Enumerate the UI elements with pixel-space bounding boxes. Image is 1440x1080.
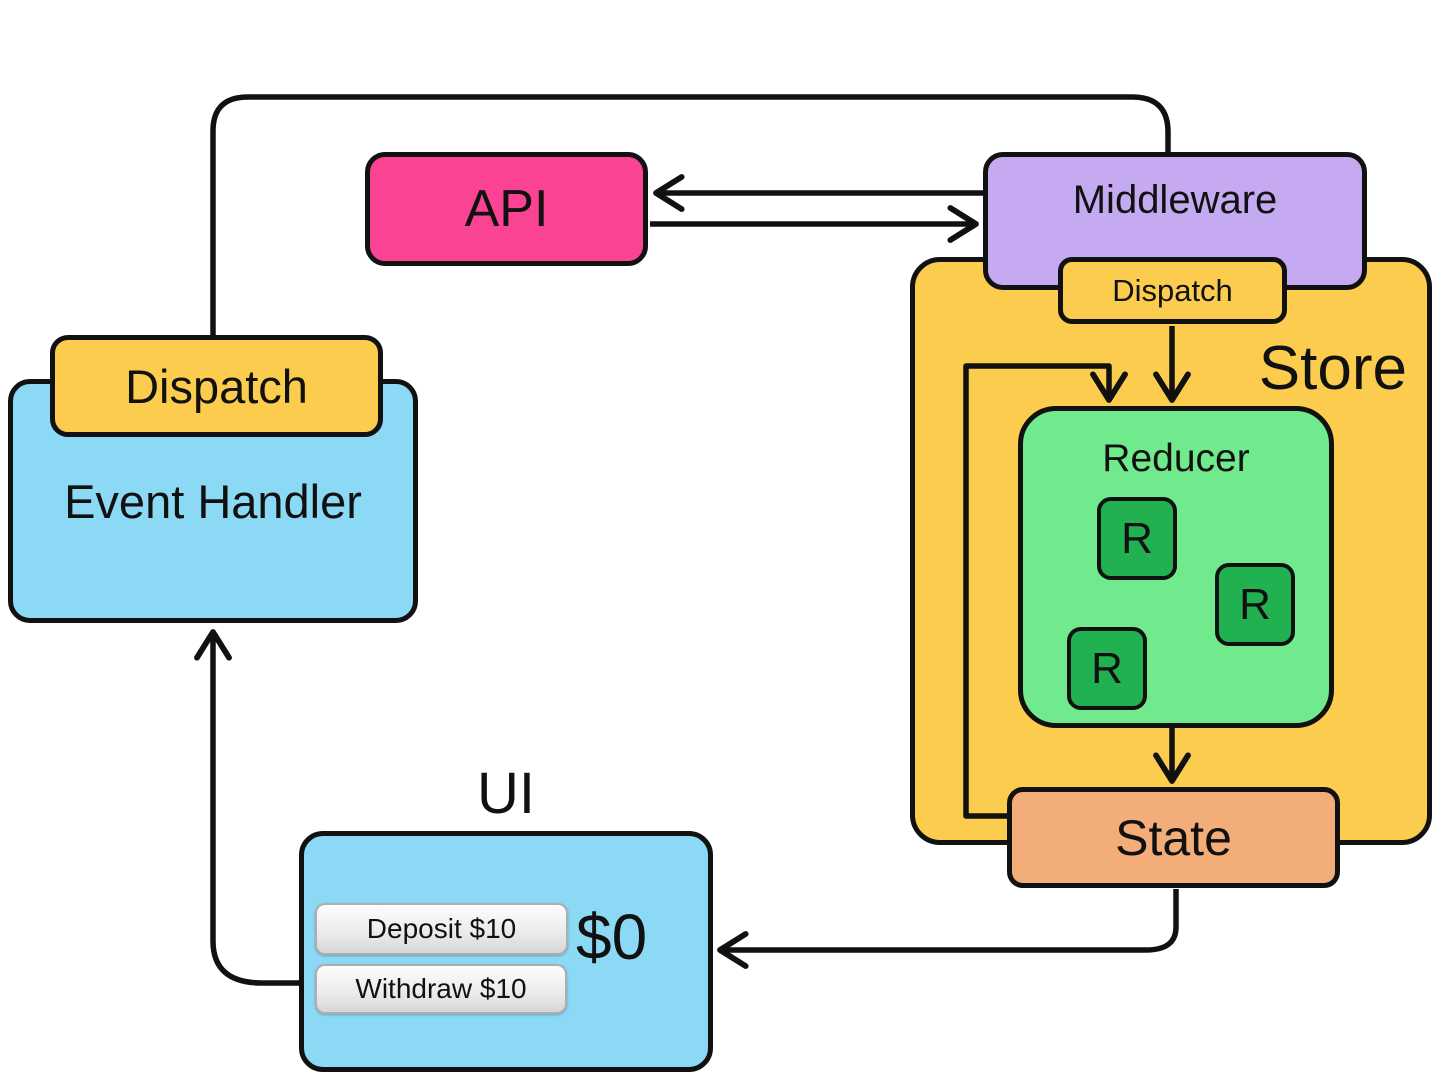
reducer-r-badge: R [1215,563,1295,646]
event-dispatch-node: Dispatch [50,335,383,437]
api-node: API [365,152,648,266]
store-dispatch-label: Dispatch [1112,272,1233,308]
arrow-state-to-ui [717,889,1179,969]
event-handler-label: Event Handler [64,474,362,528]
reducer-node: Reducer R R R [1018,406,1334,728]
withdraw-button[interactable]: Withdraw $10 [315,964,567,1014]
event-dispatch-label: Dispatch [125,359,308,413]
balance-value: $0 [576,901,648,973]
arrow-state-loop-to-reducer [963,363,1128,819]
deposit-button[interactable]: Deposit $10 [315,903,568,955]
arrow-ui-to-eventhandler [194,629,302,986]
reducer-label: Reducer [1102,437,1250,480]
store-label: Store [1258,334,1407,403]
reducer-r-badge: R [1067,627,1147,710]
ui-title: UI [477,761,535,826]
wire-dispatch-to-middleware [210,94,1171,338]
store-dispatch-node: Dispatch [1058,257,1287,324]
middleware-node: Middleware [983,152,1367,290]
state-label: State [1115,809,1232,866]
middleware-label: Middleware [1072,177,1278,222]
reducer-r-badge: R [1097,497,1177,580]
state-node: State [1007,787,1340,888]
ui-node: Deposit $10 Withdraw $10 $0 [299,831,713,1072]
api-label: API [464,180,549,238]
